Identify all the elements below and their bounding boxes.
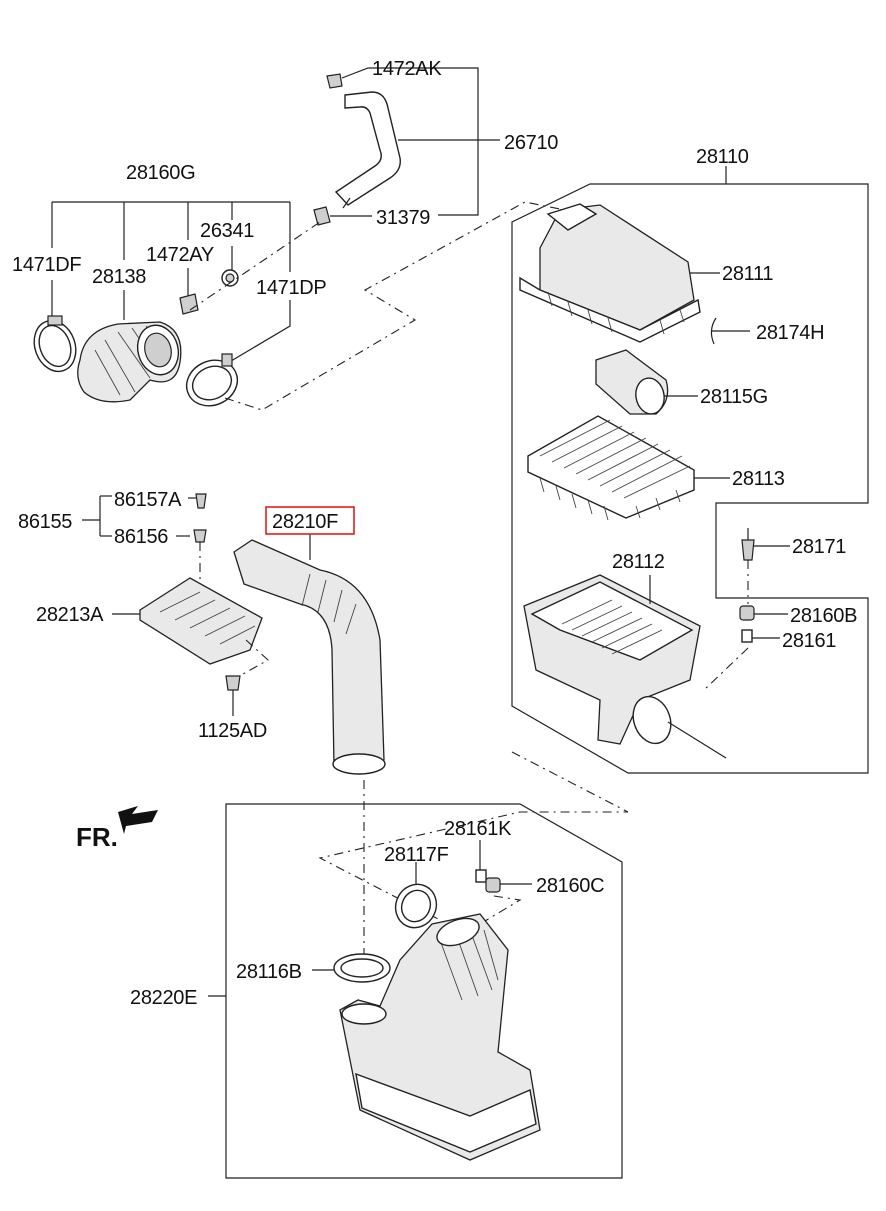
label-28113: 28113 [732,468,785,490]
breather-hose-drawing [334,91,401,206]
label-28220E: 28220E [130,987,197,1009]
bolt-28171-drawing [741,539,755,561]
cap-1472AK-drawing [326,73,343,89]
label-28161K: 28161K [444,818,512,840]
label-28112: 28112 [612,551,665,573]
label-28111: 28111 [722,263,773,285]
label-28174H: 28174H [756,322,824,344]
resonator-group [208,803,623,1179]
nipple-1472AY-drawing [179,293,199,315]
label-86157A: 86157A [114,489,182,511]
clip-31379-drawing [313,206,331,226]
label-1471DF: 1471DF [12,254,81,276]
breather-hose-group [313,67,500,226]
label-86155: 86155 [18,511,72,533]
bracket-28213A-drawing [139,577,263,665]
label-28116B: 28116B [236,961,302,983]
selected-part-highlight [265,506,355,535]
label-28138: 28138 [92,266,146,288]
front-direction-indicator [118,806,158,834]
label-28161: 28161 [782,630,836,652]
air-cleaner-group [318,166,869,921]
duct-group [82,493,386,960]
grommet-28160C-drawing [485,877,501,893]
screw-86157A-drawing [195,493,207,509]
label-26341: 26341 [200,220,254,242]
duct-28210F-drawing [233,539,385,767]
pin-28161K-drawing [475,869,487,883]
label-28160G: 28160G [126,162,195,184]
label-28115G: 28115G [700,386,768,408]
filter-28113-drawing [527,415,695,519]
label-1472AK: 1472AK [372,58,442,80]
label-1125AD: 1125AD [198,720,267,742]
label-28110: 28110 [696,146,749,168]
label-28160C: 28160C [536,875,604,897]
part-number-labels: 1472AK 26710 28160G 26341 31379 1471DF 2… [12,58,857,1009]
label-1472AY: 1472AY [146,244,214,266]
label-28160B: 28160B [790,605,857,627]
label-28117F: 28117F [384,844,449,866]
clip-28174H-drawing [710,317,717,345]
label-31379: 31379 [376,207,430,229]
label-1471DP: 1471DP [256,277,326,299]
label-86156: 86156 [114,526,168,548]
label-28210F[interactable]: 28210F [272,511,338,533]
label-fr: FR. [76,822,118,852]
grommet-28160B-drawing [739,605,755,621]
nut-86156-drawing [193,529,207,543]
front-arrow-icon [118,806,158,834]
label-28213A: 28213A [36,604,104,626]
label-26710: 26710 [504,132,558,154]
bolt-1125AD-drawing [225,675,241,691]
pin-28161-drawing [741,629,753,643]
intake-hose-group [33,201,566,411]
label-28171: 28171 [792,536,846,558]
